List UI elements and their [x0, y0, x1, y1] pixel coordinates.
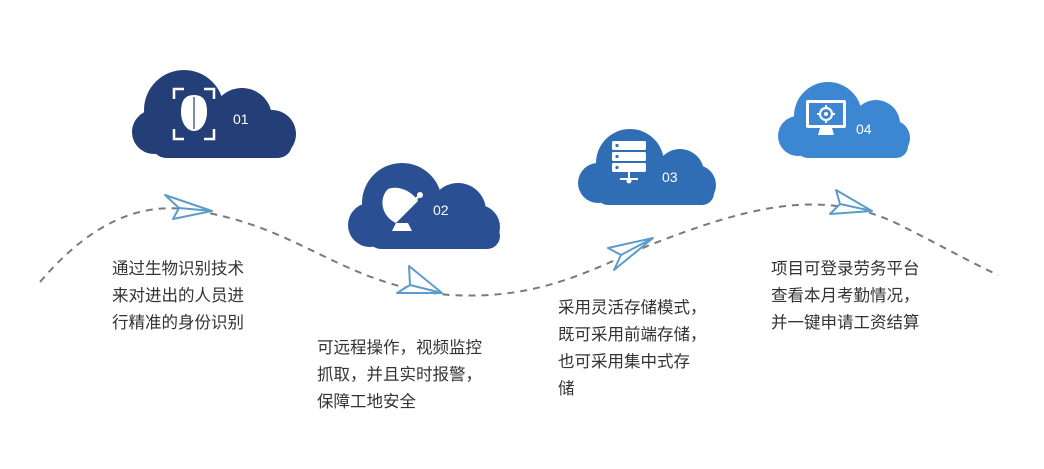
satellite-dish-icon — [382, 187, 423, 231]
paper-plane-icon — [164, 194, 213, 220]
cloud-step-01: 01 — [132, 70, 296, 158]
step-number: 04 — [856, 121, 872, 137]
paper-plane-icon — [829, 189, 873, 215]
step-03-description: 采用灵活存储模式， 既可采用前端存储， 也可采用集中式存 储 — [558, 294, 707, 402]
step-number: 02 — [433, 202, 449, 218]
step-02-description: 可远程操作，视频监控 抓取，并且实时报警， 保障工地安全 — [317, 334, 482, 415]
description-line: 储 — [558, 379, 575, 398]
monitor-gear-icon — [806, 100, 846, 135]
paper-plane-icon — [396, 265, 443, 294]
server-icon — [612, 141, 646, 184]
dashed-flow-path — [39, 203, 999, 297]
cloud-step-03: 03 — [578, 129, 716, 205]
description-line: 项目可登录劳务平台 — [771, 259, 920, 278]
cloud-step-04: 04 — [778, 82, 910, 158]
description-line: 既可采用前端存储， — [558, 325, 707, 344]
description-line: 来对进出的人员进 — [112, 286, 244, 305]
step-number: 01 — [233, 111, 249, 127]
description-line: 可远程操作，视频监控 — [317, 338, 482, 357]
description-line: 并一键申请工资结算 — [771, 313, 920, 332]
cloud-shape — [132, 70, 296, 158]
cloud-shape — [578, 129, 716, 205]
description-line: 查看本月考勤情况， — [771, 286, 920, 305]
step-01-description: 通过生物识别技术 来对进出的人员进 行精准的身份识别 — [112, 255, 244, 336]
paper-plane-icon — [607, 237, 654, 271]
description-line: 行精准的身份识别 — [112, 313, 244, 332]
description-line: 也可采用集中式存 — [558, 352, 690, 371]
step-number: 03 — [662, 169, 678, 185]
cloud-step-02: 02 — [348, 163, 500, 249]
description-line: 抓取，并且实时报警， — [317, 365, 482, 384]
face-recognition-icon — [172, 87, 216, 141]
description-line: 通过生物识别技术 — [112, 259, 244, 278]
cloud-shape — [348, 163, 500, 249]
description-line: 采用灵活存储模式， — [558, 298, 707, 317]
step-04-description: 项目可登录劳务平台 查看本月考勤情况， 并一键申请工资结算 — [771, 255, 920, 336]
description-line: 保障工地安全 — [317, 392, 416, 411]
